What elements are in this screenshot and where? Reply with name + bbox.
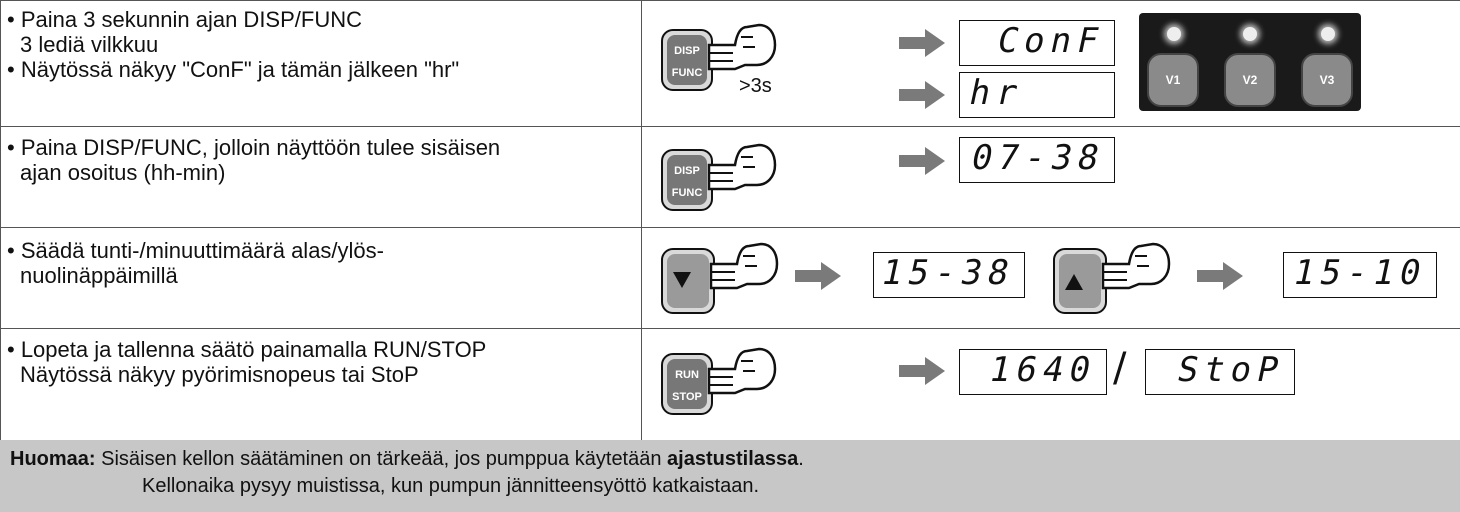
- key-label-bottom: FUNC: [671, 67, 703, 79]
- arrow-right-icon: [795, 262, 841, 290]
- note-line-1: Huomaa: Sisäisen kellon säätäminen on tä…: [10, 448, 804, 471]
- hand-pointer-icon: [707, 23, 777, 73]
- disp-func-key[interactable]: DISP FUNC: [661, 29, 713, 91]
- lcd-display-speed: 1640: [959, 349, 1107, 395]
- step-2-text: • Paina DISP/FUNC, jolloin näyttöön tule…: [7, 135, 500, 185]
- arrow-right-icon: [899, 29, 945, 57]
- column-divider: [641, 1, 642, 441]
- instruction-table: • Paina 3 sekunnin ajan DISP/FUNC 3 ledi…: [0, 0, 1460, 441]
- step-1-text: • Paina 3 sekunnin ajan DISP/FUNC 3 ledi…: [7, 7, 459, 82]
- key-label-bottom: FUNC: [671, 187, 703, 199]
- note-emphasis: ajastustilassa: [667, 448, 799, 470]
- v1-button[interactable]: V1: [1147, 53, 1199, 107]
- control-panel-image: V1 V2 V3: [1139, 13, 1361, 111]
- hand-pointer-icon: [1101, 242, 1171, 292]
- led-icon: [1243, 27, 1257, 41]
- arrow-right-icon: [899, 81, 945, 109]
- key-label-top: DISP: [674, 45, 700, 57]
- led-icon: [1167, 27, 1181, 41]
- key-label-top: RUN: [675, 369, 699, 381]
- arrow-right-icon: [899, 147, 945, 175]
- up-arrow-key[interactable]: [1053, 248, 1107, 314]
- hand-pointer-icon: [709, 242, 779, 292]
- triangle-up-icon: [1065, 274, 1083, 290]
- step-2-line-2: ajan osoitus (hh-min): [20, 160, 226, 185]
- display-separator: /: [1113, 345, 1127, 391]
- lcd-display-conf: ConF: [959, 20, 1115, 66]
- lcd-display-hr: hr: [959, 72, 1115, 118]
- step-row-2: • Paina DISP/FUNC, jolloin näyttöön tule…: [1, 127, 1460, 228]
- step-row-3: • Säädä tunti-/minuuttimäärä alas/ylös- …: [1, 228, 1460, 329]
- note-text: Sisäisen kellon säätäminen on tärkeää, j…: [95, 448, 668, 470]
- hand-pointer-icon: [707, 347, 777, 397]
- hand-pointer-icon: [707, 143, 777, 193]
- step-1-line-1: • Paina 3 sekunnin ajan DISP/FUNC: [7, 7, 362, 32]
- v3-button[interactable]: V3: [1301, 53, 1353, 107]
- step-4-text: • Lopeta ja tallenna säätö painamalla RU…: [7, 337, 486, 387]
- disp-func-key[interactable]: DISP FUNC: [661, 149, 713, 211]
- step-1-line-2: 3 lediä vilkkuu: [20, 32, 159, 57]
- note-label: Huomaa:: [10, 448, 96, 470]
- key-label-bottom: STOP: [672, 391, 702, 403]
- note-box: Huomaa: Sisäisen kellon säätäminen on tä…: [0, 440, 1460, 512]
- led-icon: [1321, 27, 1335, 41]
- step-3-line-2: nuolinäppäimillä: [20, 263, 178, 288]
- step-1-line-3: • Näytössä näkyy "ConF" ja tämän jälkeen…: [7, 57, 460, 82]
- note-line-2: Kellonaika pysyy muistissa, kun pumpun j…: [142, 475, 760, 497]
- down-arrow-key[interactable]: [661, 248, 715, 314]
- hold-time-label: >3s: [739, 75, 772, 97]
- step-row-4: • Lopeta ja tallenna säätö painamalla RU…: [1, 329, 1460, 441]
- lcd-display-minute-adjust: 15-10: [1283, 252, 1437, 298]
- step-4-line-2: Näytössä näkyy pyörimisnopeus tai StoP: [20, 362, 419, 387]
- arrow-right-icon: [1197, 262, 1243, 290]
- key-label-top: DISP: [674, 165, 700, 177]
- arrow-right-icon: [899, 357, 945, 385]
- lcd-display-time: 07-38: [959, 137, 1115, 183]
- step-3-line-1: • Säädä tunti-/minuuttimäärä alas/ylös-: [7, 238, 384, 263]
- run-stop-key[interactable]: RUN STOP: [661, 353, 713, 415]
- step-2-line-1: • Paina DISP/FUNC, jolloin näyttöön tule…: [7, 135, 501, 160]
- triangle-down-icon: [673, 272, 691, 288]
- v2-button[interactable]: V2: [1224, 53, 1276, 107]
- step-row-1: • Paina 3 sekunnin ajan DISP/FUNC 3 ledi…: [1, 1, 1460, 127]
- lcd-display-stop: StoP: [1145, 349, 1295, 395]
- lcd-display-hour-adjust: 15-38: [873, 252, 1025, 298]
- step-4-line-1: • Lopeta ja tallenna säätö painamalla RU…: [7, 337, 487, 362]
- note-text-end: .: [798, 448, 804, 470]
- step-3-text: • Säädä tunti-/minuuttimäärä alas/ylös- …: [7, 238, 384, 288]
